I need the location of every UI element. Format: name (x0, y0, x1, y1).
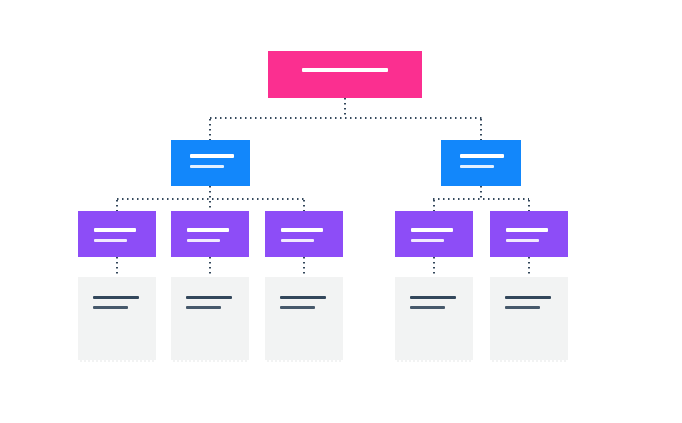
connector-branch-right-crossbar (433, 198, 529, 200)
placeholder-line (280, 306, 315, 309)
placeholder-line (302, 68, 388, 72)
detail-card-3[interactable] (265, 277, 343, 362)
connector-to-card-3 (303, 257, 305, 277)
placeholder-line (506, 228, 548, 232)
placeholder-line (411, 239, 444, 242)
detail-card-1[interactable] (78, 277, 156, 362)
placeholder-line (460, 154, 504, 158)
connector-to-leaf-4 (433, 200, 435, 211)
placeholder-line (410, 306, 445, 309)
connector-to-card-1 (116, 257, 118, 277)
placeholder-line (281, 228, 323, 232)
connector-to-card-4 (433, 257, 435, 277)
placeholder-line (505, 306, 540, 309)
placeholder-line (186, 296, 232, 299)
connector-root-crossbar (210, 117, 482, 119)
root-node[interactable] (268, 51, 422, 98)
detail-card-5[interactable] (490, 277, 568, 362)
leaf-node-5[interactable] (490, 211, 568, 257)
connector-to-leaf-3 (303, 200, 305, 211)
connector-branch-right-stem (480, 186, 482, 198)
placeholder-line (186, 306, 221, 309)
placeholder-line (187, 239, 220, 242)
leaf-node-1[interactable] (78, 211, 156, 257)
connector-root-to-branch-right (480, 119, 482, 140)
placeholder-line (410, 296, 456, 299)
connector-to-card-2 (209, 257, 211, 277)
placeholder-line (506, 239, 539, 242)
placeholder-line (505, 296, 551, 299)
placeholder-line (460, 165, 494, 168)
connector-to-card-5 (528, 257, 530, 277)
connector-to-leaf-1 (116, 200, 118, 211)
placeholder-line (411, 228, 453, 232)
placeholder-line (190, 154, 234, 158)
placeholder-line (93, 306, 128, 309)
connector-root-to-branch-left (209, 119, 211, 140)
placeholder-line (190, 165, 224, 168)
detail-card-4[interactable] (395, 277, 473, 362)
placeholder-line (94, 239, 127, 242)
branch-node-left[interactable] (171, 140, 250, 186)
placeholder-line (281, 239, 314, 242)
leaf-node-2[interactable] (171, 211, 249, 257)
connector-to-leaf-5 (528, 200, 530, 211)
leaf-node-4[interactable] (395, 211, 473, 257)
connector-branch-left-crossbar (117, 198, 305, 200)
connector-root-stem (344, 98, 346, 117)
placeholder-line (187, 228, 229, 232)
leaf-node-3[interactable] (265, 211, 343, 257)
placeholder-line (94, 228, 136, 232)
branch-node-right[interactable] (441, 140, 521, 186)
detail-card-2[interactable] (171, 277, 249, 362)
placeholder-line (280, 296, 326, 299)
placeholder-line (93, 296, 139, 299)
